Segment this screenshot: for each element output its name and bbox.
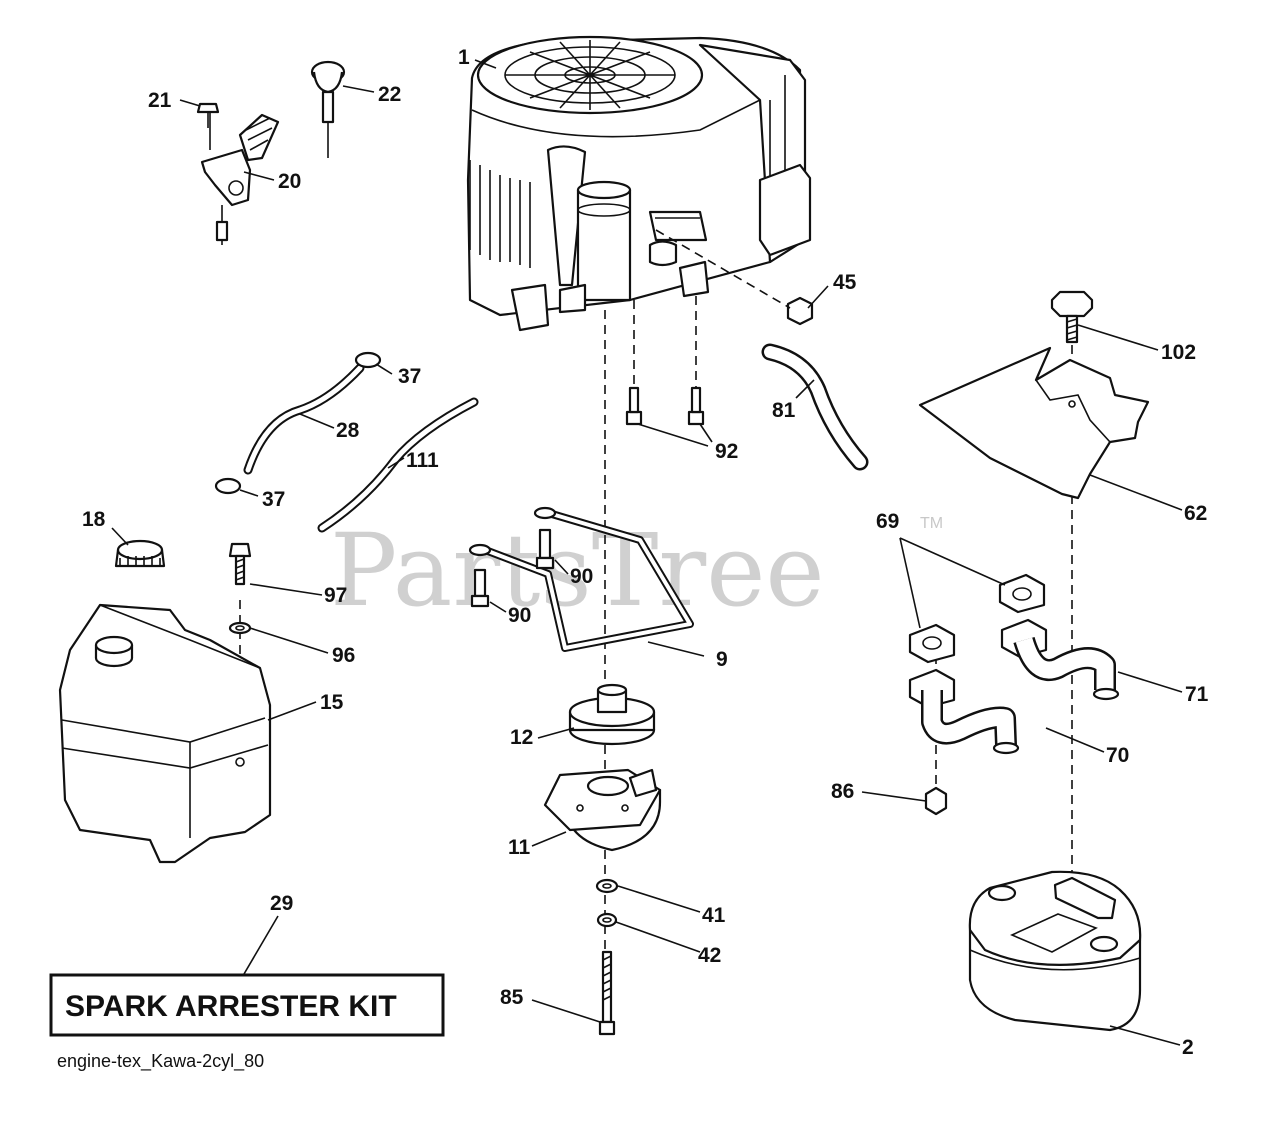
engine-drawing [466, 35, 812, 332]
callout-12: 12 [510, 726, 533, 749]
callout-22: 22 [378, 83, 401, 106]
callout-15: 15 [320, 691, 344, 714]
hose-clamp-drawings [214, 351, 382, 495]
callout-62: 62 [1184, 502, 1207, 525]
callout-69: 69 [876, 510, 899, 533]
callout-70: 70 [1106, 744, 1129, 767]
shield-screw-drawing [1050, 290, 1094, 344]
callout-45: 45 [833, 271, 857, 294]
exhaust-pipe-right-drawing [1000, 618, 1120, 701]
callout-81: 81 [772, 399, 796, 422]
callout-111: 111 [406, 449, 439, 472]
callout-96: 96 [332, 644, 355, 667]
spark-arrester-kit-label: SPARK ARRESTER KIT [65, 990, 397, 1023]
callout-42: 42 [698, 944, 721, 967]
engine-nut-drawing [786, 296, 814, 326]
tank-washer-drawing [228, 621, 252, 635]
gaskets-drawing [908, 573, 1046, 664]
washer-drawing [595, 878, 619, 894]
callout-29: 29 [270, 892, 293, 915]
callout-97: 97 [324, 584, 347, 607]
leader-lines [111, 59, 1183, 1046]
watermark-brand: PartsTree [330, 512, 825, 629]
fuel-cap-drawing [114, 539, 166, 568]
callout-90-right: 90 [570, 565, 593, 588]
exhaust-pipe-left-drawing [908, 668, 1020, 755]
choke-knob-drawing [310, 60, 346, 158]
callout-37-top: 37 [398, 365, 421, 388]
pulley-drawing [568, 683, 656, 746]
control-screw-drawing [196, 102, 220, 128]
electric-clutch-drawing [543, 768, 662, 852]
engine-bolts-drawing [625, 386, 705, 426]
muffler-drawing [968, 870, 1142, 1032]
callout-71: 71 [1185, 683, 1209, 706]
exhaust-nut-drawing [924, 786, 948, 816]
callout-85: 85 [500, 986, 524, 1009]
oil-drain-hose-drawing [761, 343, 869, 471]
throttle-control-drawing [200, 112, 280, 245]
callout-2: 2 [1182, 1036, 1194, 1059]
spark-arrester-kit-box[interactable]: SPARK ARRESTER KIT [49, 973, 445, 1037]
nut-centerline [655, 229, 791, 309]
lock-washer-drawing [596, 912, 618, 928]
heat-shield-drawing [918, 346, 1150, 500]
callout-28: 28 [336, 419, 360, 442]
callout-1: 1 [458, 46, 470, 69]
tube-frame-drawing [468, 506, 694, 652]
callout-9: 9 [716, 648, 728, 671]
callout-21: 21 [148, 89, 172, 112]
tank-bolt-drawing [228, 542, 252, 586]
watermark: PartsTree TM [330, 512, 943, 629]
frame-bolts-drawing [470, 528, 555, 608]
fuel-tank-drawing [58, 603, 272, 864]
fuel-hose-drawing [243, 363, 365, 475]
watermark-trademark: TM [920, 515, 943, 532]
clutch-bolt-drawing [598, 950, 616, 1036]
callout-92: 92 [715, 440, 738, 463]
callout-18: 18 [82, 508, 106, 531]
callout-11: 11 [508, 836, 531, 859]
callout-20: 20 [278, 170, 301, 193]
callout-labels: 1 2 9 11 12 15 18 20 21 22 28 29 37 37 4… [82, 46, 1209, 1059]
callout-41: 41 [702, 904, 726, 927]
diagram-caption: engine-tex_Kawa-2cyl_80 [57, 1051, 264, 1072]
callout-102: 102 [1161, 341, 1196, 364]
callout-90-left: 90 [508, 604, 531, 627]
callout-86: 86 [831, 780, 854, 803]
callout-37-bottom: 37 [262, 488, 285, 511]
vent-hose-drawing [317, 397, 479, 533]
